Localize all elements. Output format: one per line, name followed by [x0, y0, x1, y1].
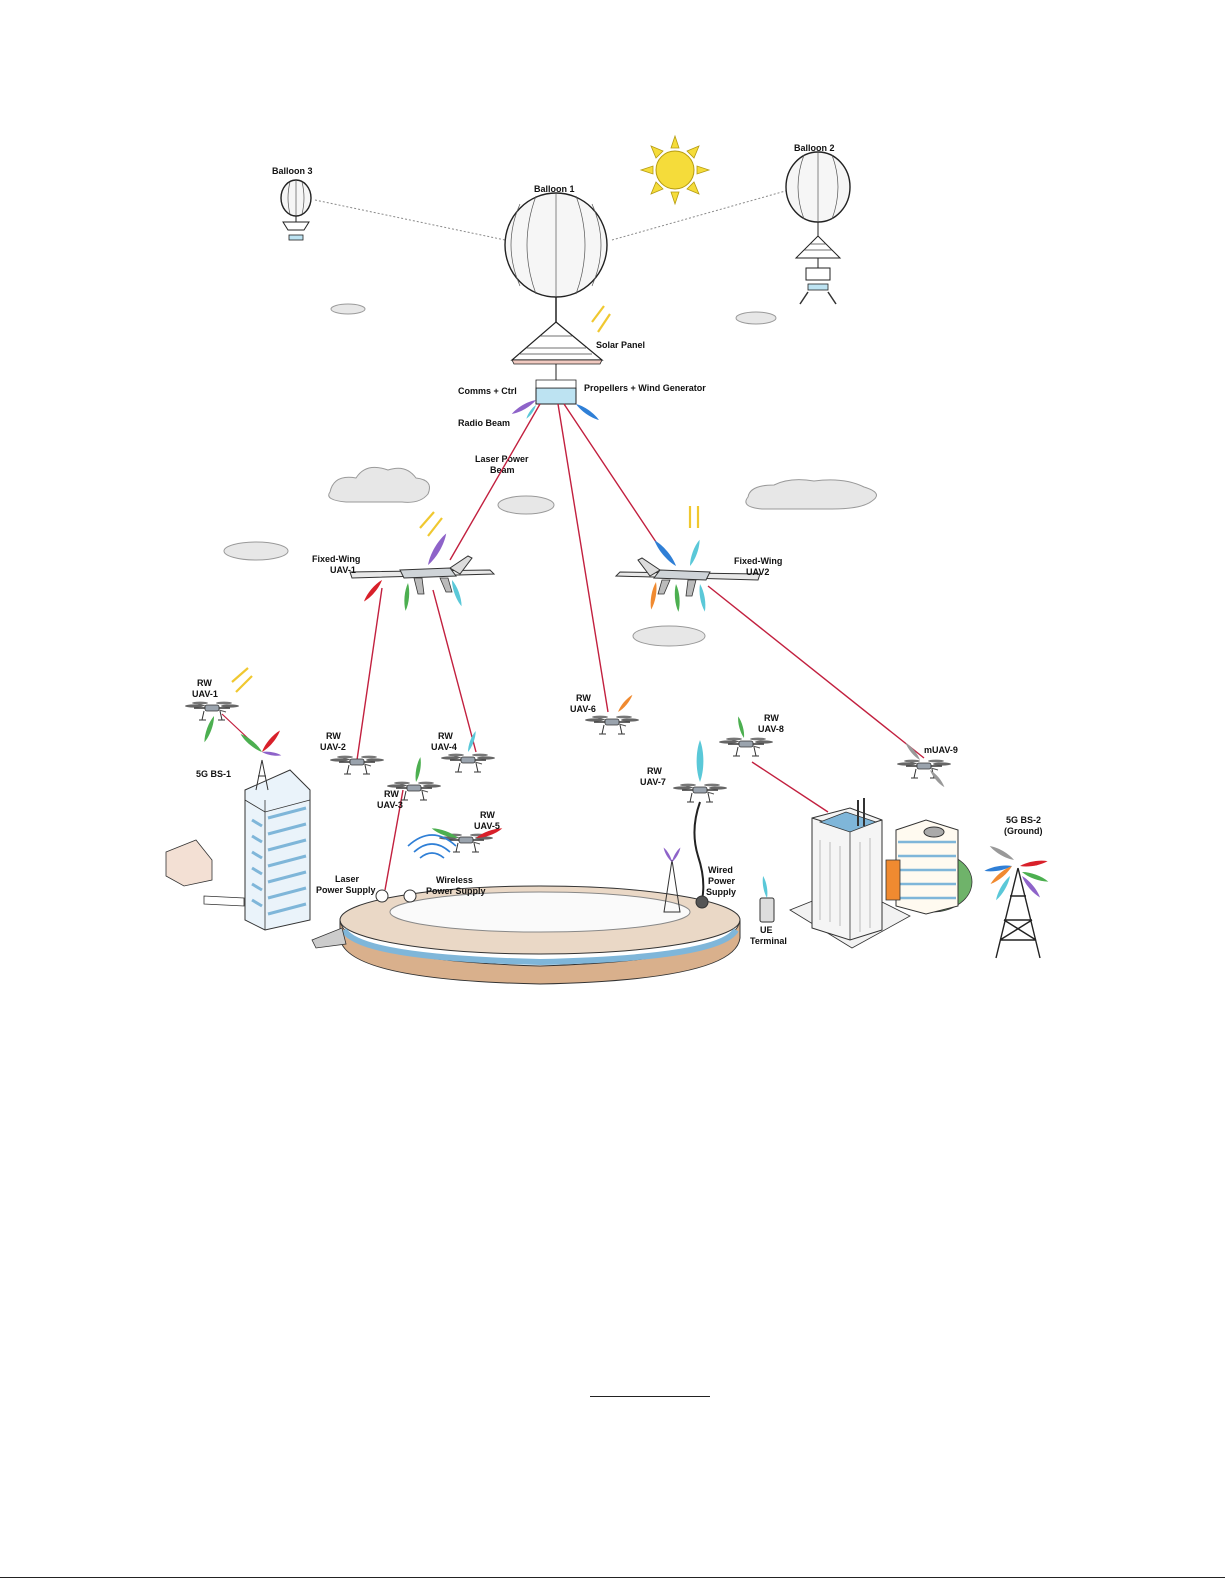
- wireless-supply-label-2: Power Supply: [426, 886, 486, 896]
- balloon-3: [280, 179, 312, 241]
- footnote-rule: [590, 1396, 710, 1397]
- ue-terminal: [759, 875, 775, 923]
- fixed-wing-uav-2-label-2: UAV2: [746, 567, 769, 577]
- rw-uav-1-label-2: UAV-1: [192, 689, 218, 699]
- ue-label-2: Terminal: [750, 936, 787, 946]
- fixed-wing-uav-1: [349, 532, 495, 612]
- base-station-1: [165, 729, 311, 931]
- wired-supply-label-2: Power: [708, 876, 736, 886]
- network-diagram: Balloon 3 Balloon 1 Balloon 2 Solar Pane…: [165, 134, 1050, 985]
- rw-uav-5-label-1: RW: [480, 810, 495, 820]
- rw-uav-7: [672, 740, 728, 901]
- rw-uav-8-label-1: RW: [764, 713, 779, 723]
- comms-ctrl-label: Comms + Ctrl: [458, 386, 517, 396]
- rw-uav-6-label-1: RW: [576, 693, 591, 703]
- sun-icon: [639, 134, 711, 206]
- fixed-wing-uav-1-label-1: Fixed-Wing: [312, 554, 360, 564]
- laser-supply-label-1: Laser: [335, 874, 360, 884]
- radio-beam-label: Radio Beam: [458, 418, 510, 428]
- clouds: [223, 303, 877, 647]
- bs-1-label: 5G BS-1: [196, 769, 231, 779]
- rw-uav-2-label-1: RW: [326, 731, 341, 741]
- laser-beam-label-1: Laser Power: [475, 454, 529, 464]
- laser-power-beams: [221, 403, 925, 891]
- balloon-1: [504, 192, 608, 405]
- fixed-wing-uav-2: [615, 538, 761, 613]
- wireless-supply-label-1: Wireless: [436, 875, 473, 885]
- bottom-rule: [0, 1577, 1225, 1578]
- base-station-2: [984, 844, 1050, 959]
- rw-uav-4-label-2: UAV-4: [431, 742, 457, 752]
- bs-2-label-2: (Ground): [1004, 826, 1043, 836]
- muav-9-label: mUAV-9: [924, 745, 958, 755]
- balloon-3-label: Balloon 3: [272, 166, 313, 176]
- solar-panel-label: Solar Panel: [596, 340, 645, 350]
- wired-supply-label-3: Supply: [706, 887, 736, 897]
- bs-2-label-1: 5G BS-2: [1006, 815, 1041, 825]
- rw-uav-7-label-1: RW: [647, 766, 662, 776]
- rw-uav-5-label-2: UAV-5: [474, 821, 500, 831]
- fixed-wing-uav-1-label-2: UAV-1: [330, 565, 356, 575]
- rw-uav-3-label-2: UAV-3: [377, 800, 403, 810]
- stadium: [311, 834, 741, 985]
- office-buildings: [789, 798, 973, 949]
- balloon-2: [785, 151, 851, 305]
- wired-supply-label-1: Wired: [708, 865, 733, 875]
- ue-label-1: UE: [760, 925, 773, 935]
- rw-uav-4-label-1: RW: [438, 731, 453, 741]
- fixed-wing-uav-2-label-1: Fixed-Wing: [734, 556, 782, 566]
- rw-uav-3-label-1: RW: [384, 789, 399, 799]
- balloon-2-label: Balloon 2: [794, 143, 835, 153]
- rw-uav-2-label-2: UAV-2: [320, 742, 346, 752]
- laser-supply-label-2: Power Supply: [316, 885, 376, 895]
- rw-uav-8-label-2: UAV-8: [758, 724, 784, 734]
- balloon-1-label: Balloon 1: [534, 184, 575, 194]
- propellers-label: Propellers + Wind Generator: [584, 383, 706, 393]
- rw-uav-1-label-1: RW: [197, 678, 212, 688]
- rw-uav-7-label-2: UAV-7: [640, 777, 666, 787]
- sunlight-arrows-icon: [231, 305, 700, 693]
- rw-uav-6-label-2: UAV-6: [570, 704, 596, 714]
